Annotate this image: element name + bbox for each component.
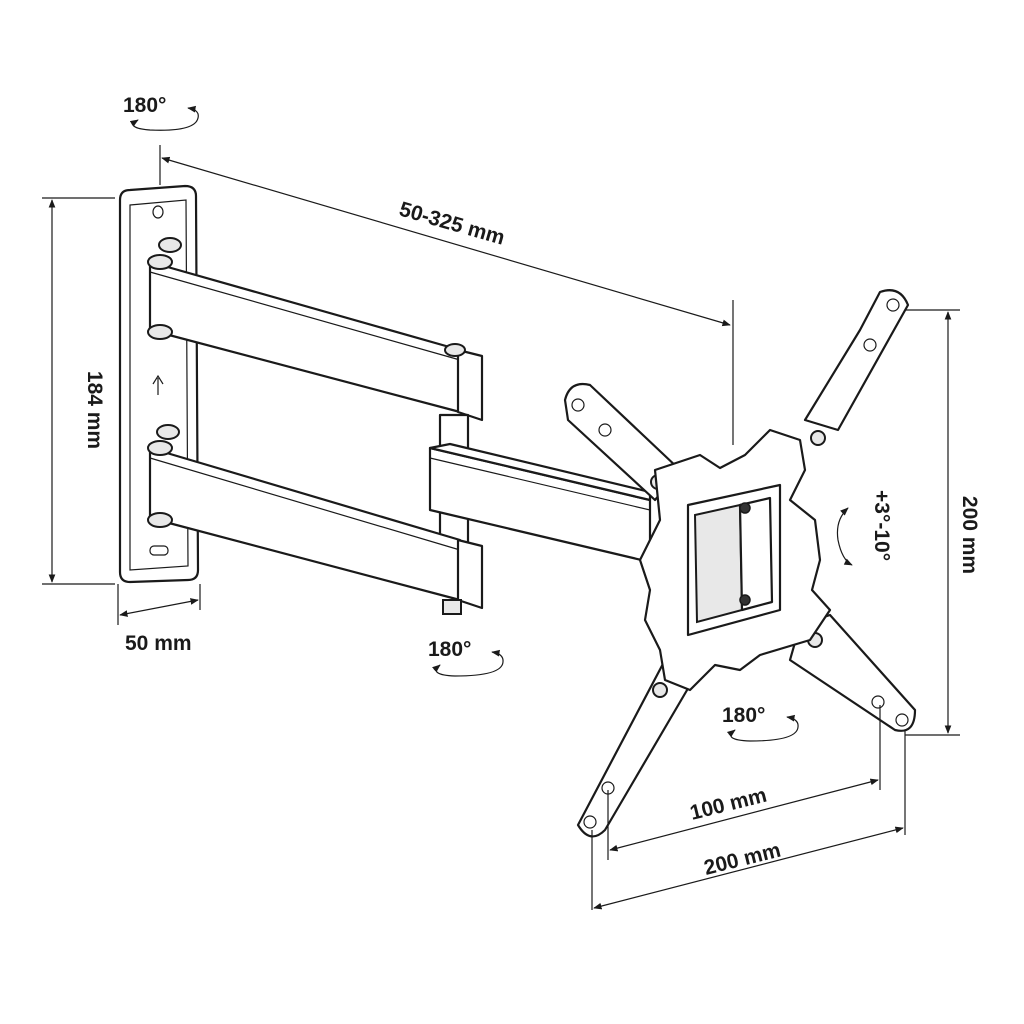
tilt-rotation: +3°-10° xyxy=(836,490,893,566)
plate-height-label: 184 mm xyxy=(83,371,106,449)
vesa-arms xyxy=(563,289,917,838)
swivel-rotation: 180° xyxy=(722,704,799,742)
plate-depth-label: 50 mm xyxy=(125,632,192,655)
dimension-vesa-height: 200 mm xyxy=(905,309,981,736)
arm-extension-label: 50-325 mm xyxy=(397,198,508,250)
dimension-plate-height: 184 mm xyxy=(42,197,115,585)
tilt-label: +3°-10° xyxy=(870,490,893,561)
dimension-plate-depth: 50 mm xyxy=(117,584,201,655)
swivel-label: 180° xyxy=(722,704,765,727)
tilt-arrow-icon xyxy=(836,507,853,566)
vesa-plate xyxy=(638,428,832,692)
up-arrow-icon xyxy=(152,374,164,395)
vesa-width-outer-label: 200 mm xyxy=(702,839,783,880)
rotate-arrow-icon xyxy=(726,714,799,742)
rotate-arrow-icon xyxy=(129,105,199,131)
wall-rotation: 180° xyxy=(123,94,199,131)
vesa-height-label: 200 mm xyxy=(958,496,981,574)
arm-rotation-label: 180° xyxy=(428,638,471,661)
lower-arm xyxy=(147,440,484,615)
rotate-arrow-icon xyxy=(432,649,504,677)
wall-rotation-label: 180° xyxy=(123,94,166,117)
arm-rotation: 180° xyxy=(428,638,504,677)
